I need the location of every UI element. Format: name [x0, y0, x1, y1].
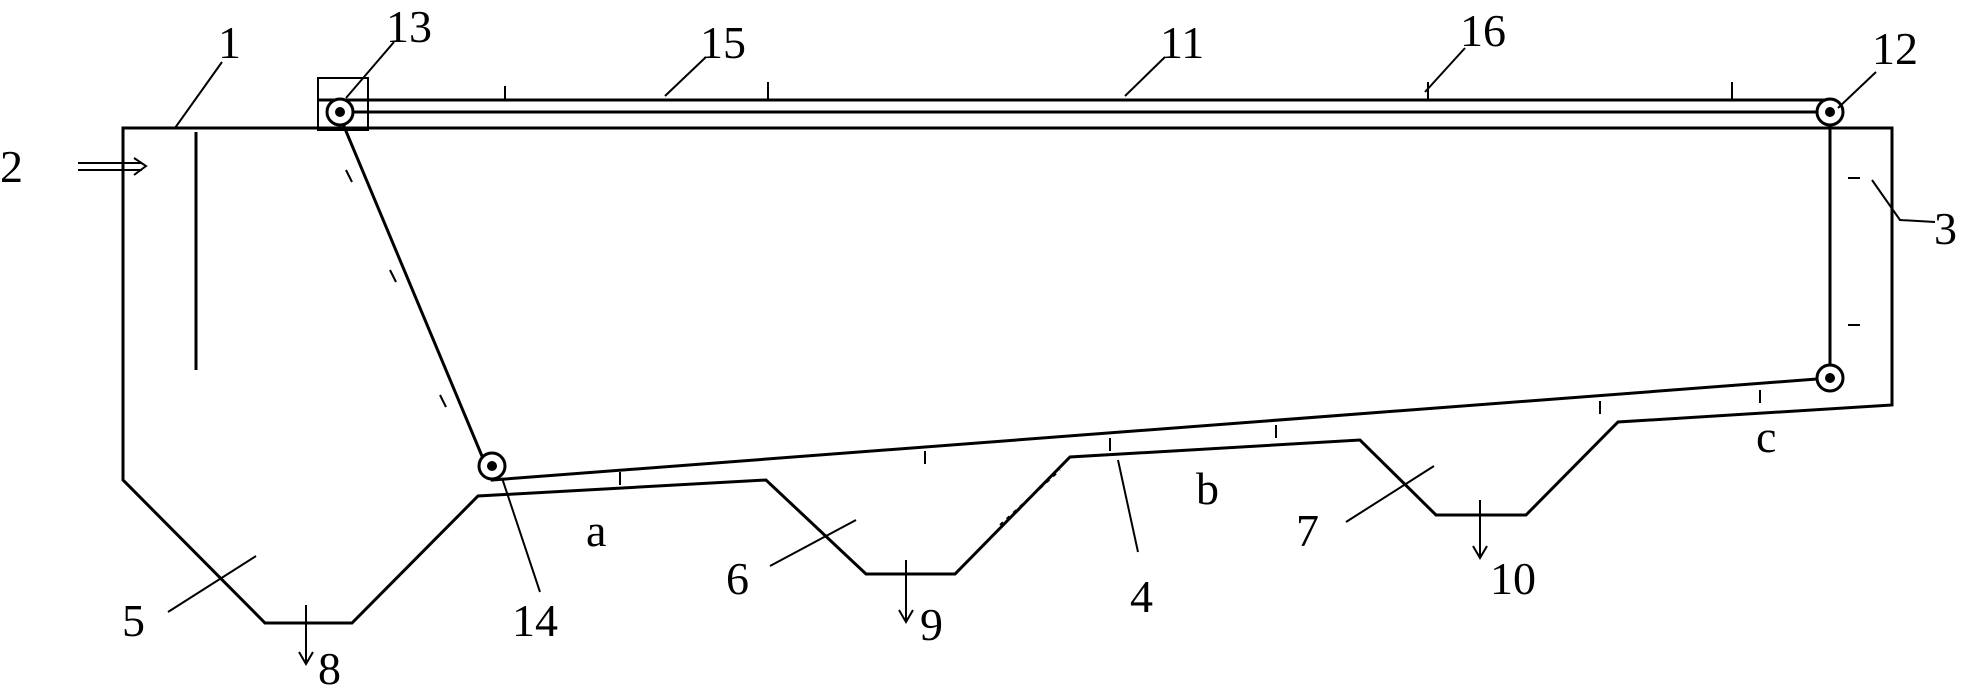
label-16: 16 — [1460, 5, 1506, 56]
label-b: b — [1196, 463, 1219, 514]
label-2: 2 — [0, 141, 23, 192]
label-a: a — [586, 505, 606, 556]
label-7: 7 — [1296, 505, 1319, 556]
label-14: 14 — [512, 595, 558, 646]
sprocket-13 — [325, 97, 355, 127]
label-c: c — [1756, 411, 1776, 462]
label-8: 8 — [318, 643, 341, 688]
inlet-arrow — [78, 157, 148, 176]
label-3: 3 — [1934, 203, 1957, 254]
scraper-ticks-bottom — [619, 390, 1761, 485]
label-6: 6 — [726, 553, 749, 604]
leader-lines — [167, 41, 1936, 613]
discharge-arrow-8 — [298, 605, 314, 666]
sprocket-14 — [477, 451, 507, 481]
conveyor-loop — [335, 110, 1832, 482]
label-10: 10 — [1490, 553, 1536, 604]
label-15: 15 — [700, 17, 746, 68]
label-9: 9 — [920, 599, 943, 650]
label-12: 12 — [1872, 23, 1918, 74]
label-5: 5 — [122, 595, 145, 646]
top-rail — [317, 77, 1830, 131]
scraper-ticks-right — [1848, 177, 1860, 326]
sprocket-lower-right — [1815, 363, 1845, 393]
label-1: 1 — [218, 17, 241, 68]
vessel-outline — [121, 126, 1894, 625]
label-11: 11 — [1160, 17, 1204, 68]
discharge-arrow-10 — [1472, 500, 1488, 560]
label-13: 13 — [386, 1, 432, 52]
discharge-arrow-9 — [898, 560, 914, 624]
scraper-ticks-left — [345, 169, 447, 408]
sprocket-12 — [1815, 97, 1845, 127]
label-4: 4 — [1130, 571, 1153, 622]
